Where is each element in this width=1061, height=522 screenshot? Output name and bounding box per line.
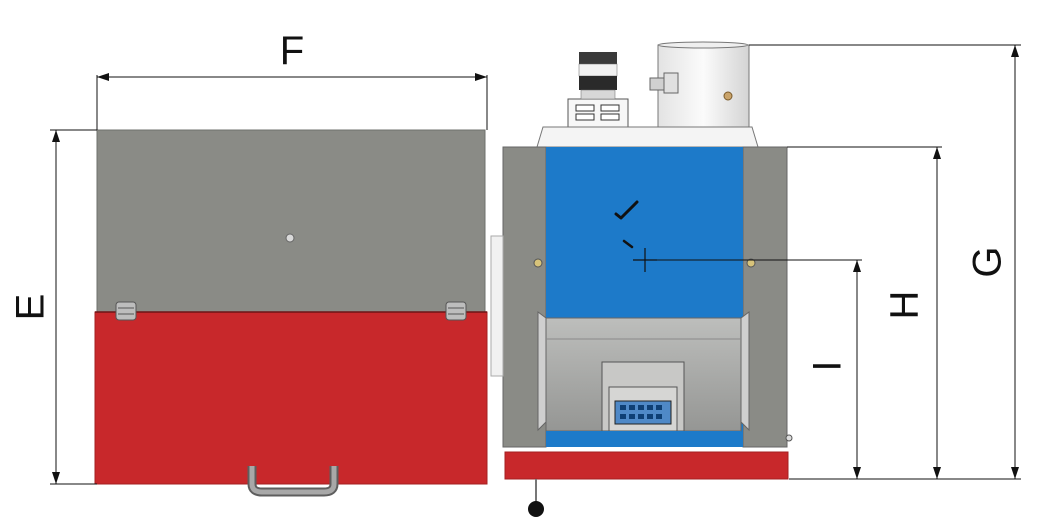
- side-upper-panel: [96, 129, 486, 313]
- front-view: [490, 41, 793, 517]
- front-plinth: [546, 431, 741, 447]
- bottom-right-screw: [785, 434, 793, 442]
- dimension-label-e: E: [9, 294, 53, 321]
- carry-handle: [247, 466, 339, 497]
- right-hinge: [445, 301, 467, 321]
- feeder-motor: [567, 52, 629, 128]
- door-latch-mark: [622, 239, 634, 249]
- control-panel-keys: [620, 405, 662, 419]
- burner-cylinder: [649, 41, 750, 131]
- front-base: [504, 451, 789, 480]
- control-panel: [614, 400, 672, 425]
- door-handle-mark: [614, 200, 639, 220]
- adjustable-foot: [528, 501, 544, 517]
- center-crosshair: [633, 248, 657, 272]
- dimension-label-h: H: [883, 291, 927, 320]
- dimension-label-g: G: [966, 246, 1010, 277]
- side-lower-panel: [94, 311, 488, 485]
- dimension-f: F: [96, 29, 488, 130]
- dimension-label-i: I: [806, 360, 850, 371]
- side-panel-screw: [285, 233, 295, 243]
- dimension-i: I: [657, 259, 862, 479]
- left-hinge: [115, 301, 137, 321]
- right-column-bolt: [746, 258, 756, 268]
- dimension-e: E: [9, 129, 97, 485]
- dimension-label-f: F: [280, 29, 304, 73]
- left-connector-plate: [490, 235, 504, 377]
- left-column-bolt: [533, 258, 543, 268]
- top-cover: [536, 126, 759, 148]
- side-view: [94, 129, 488, 497]
- dimension-h: H: [787, 146, 942, 479]
- right-side-column: [742, 146, 788, 448]
- dimension-g: G: [749, 44, 1021, 480]
